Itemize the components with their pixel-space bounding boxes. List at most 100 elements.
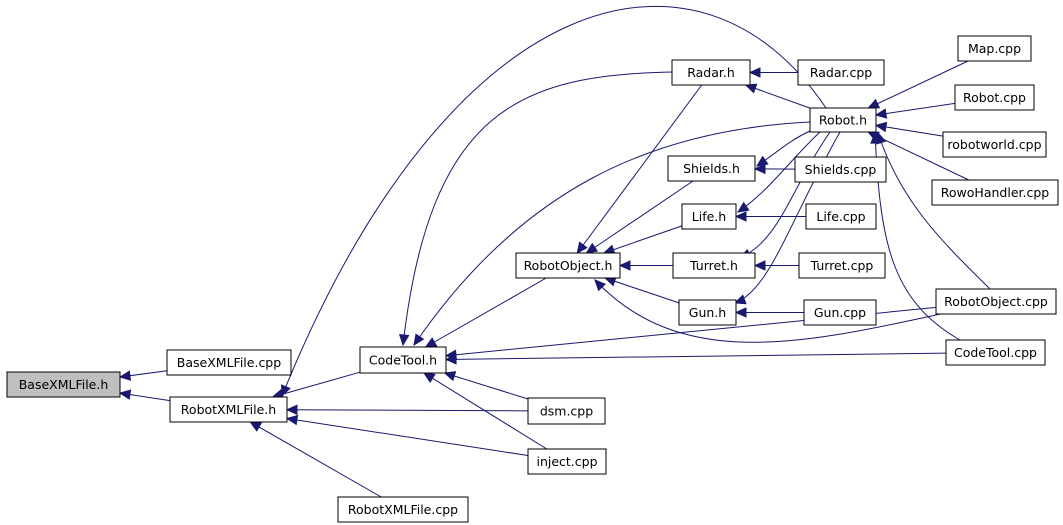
node-robotobject-h-label: RobotObject.h: [524, 258, 613, 273]
edge-robot-cpp-to-robot-h: [874, 102, 956, 119]
node-map-cpp-label: Map.cpp: [968, 41, 1021, 56]
node-robotobject-h-box: [515, 252, 621, 279]
node-codetool-h[interactable]: CodeTool.h: [359, 346, 447, 374]
edge-dsm-cpp-to-robotxmlfile-h-arrowhead: [285, 404, 298, 416]
node-basexmlfile-cpp[interactable]: BaseXMLFile.cpp: [166, 349, 292, 376]
edge-robot-h-to-radar-h-line: [745, 84, 811, 109]
edge-robot-h-to-life-h-arrowhead: [736, 201, 750, 213]
node-robotxmlfile-cpp-label: RobotXMLFile.cpp: [348, 502, 458, 517]
edge-codetool-cpp-to-codetool-h-arrowhead: [444, 354, 457, 365]
edge-robot-h-to-shields-h: [755, 129, 813, 167]
node-basexmlfile-cpp-label: BaseXMLFile.cpp: [177, 355, 281, 370]
node-gun-h[interactable]: Gun.h: [678, 299, 737, 326]
node-gun-cpp[interactable]: Gun.cpp: [803, 299, 877, 326]
edge-robotobject-cpp-to-robotobject-h: [594, 279, 946, 343]
node-dsm-cpp[interactable]: dsm.cpp: [527, 397, 606, 425]
node-robot-h[interactable]: Robot.h: [809, 107, 877, 133]
node-shields-cpp-label: Shields.cpp: [805, 162, 877, 177]
edge-inject-cpp-to-robotxmlfile-h: [285, 414, 529, 457]
edge-shields-cpp-to-shields-h-arrowhead: [753, 163, 766, 175]
node-rowohandler-cpp[interactable]: RowoHandler.cpp: [931, 179, 1059, 206]
edge-robotxmlfile-cpp-to-robotxmlfile-h-arrowhead: [249, 421, 263, 432]
edge-map-cpp-to-robot-h-arrowhead: [867, 98, 881, 109]
edge-robot-h-to-codetool-h-line: [413, 121, 811, 346]
node-life-h[interactable]: Life.h: [681, 203, 737, 230]
node-dsm-cpp-box: [527, 397, 606, 425]
edge-basexmlfile-cpp-to-basexmlfile-h-arrowhead: [118, 370, 132, 381]
edge-radar-h-to-robotobject-h-line: [576, 84, 703, 254]
node-codetool-cpp[interactable]: CodeTool.cpp: [945, 339, 1046, 366]
edge-robotxmlfile-h-to-basexmlfile-h: [118, 389, 171, 402]
node-shields-cpp[interactable]: Shields.cpp: [794, 156, 887, 183]
edge-codetool-h-to-robotxmlfile-h: [271, 371, 361, 400]
edge-robotxmlfile-cpp-to-robotxmlfile-h-line: [250, 421, 382, 498]
edge-radar-h-to-codetool-h-arrowhead: [398, 333, 410, 347]
node-life-cpp-box: [805, 203, 877, 230]
node-radar-h[interactable]: Radar.h: [671, 59, 751, 86]
edge-robotobject-cpp-to-robotobject-h-arrowhead: [594, 279, 607, 292]
node-robotobject-cpp-label: RobotObject.cpp: [944, 294, 1048, 309]
edge-dsm-cpp-to-codetool-h: [443, 371, 529, 400]
edge-gun-cpp-to-gun-h: [734, 307, 804, 318]
edge-robotobject-cpp-to-robot-h-line: [877, 132, 991, 290]
edge-codetool-cpp-to-codetool-h-line: [445, 352, 947, 360]
edge-radar-h-to-robotobject-h-arrowhead: [576, 241, 588, 254]
node-robot-h-box: [809, 107, 877, 133]
edge-robotworld-cpp-to-robot-h-arrowhead: [874, 121, 888, 133]
edge-shields-cpp-to-shields-h: [753, 163, 796, 175]
node-gun-cpp-label: Gun.cpp: [814, 305, 866, 320]
node-turret-cpp-box: [798, 252, 886, 279]
node-basexmlfile-h[interactable]: BaseXMLFile.h: [6, 371, 121, 398]
node-rowohandler-cpp-label: RowoHandler.cpp: [941, 185, 1049, 200]
node-turret-h[interactable]: Turret.h: [672, 252, 756, 279]
node-robotworld-cpp-box: [942, 131, 1047, 158]
node-life-cpp-label: Life.cpp: [816, 209, 865, 224]
node-basexmlfile-h-label: BaseXMLFile.h: [19, 377, 109, 392]
node-codetool-h-label: CodeTool.h: [369, 353, 437, 368]
node-shields-cpp-box: [794, 156, 887, 183]
edge-robotxmlfile-cpp-to-robotxmlfile-h: [249, 421, 382, 498]
node-robotxmlfile-h[interactable]: RobotXMLFile.h: [169, 396, 288, 423]
edge-inject-cpp-to-codetool-h-arrowhead: [422, 372, 436, 384]
node-basexmlfile-h-box: [6, 371, 121, 398]
node-turret-h-box: [672, 252, 756, 279]
node-inject-cpp[interactable]: inject.cpp: [527, 448, 607, 475]
node-robot-cpp[interactable]: Robot.cpp: [954, 84, 1035, 111]
node-dsm-cpp-label: dsm.cpp: [540, 404, 593, 419]
node-gun-h-label: Gun.h: [689, 305, 726, 320]
node-turret-cpp[interactable]: Turret.cpp: [798, 252, 886, 279]
node-gun-cpp-box: [803, 299, 877, 326]
node-shields-h[interactable]: Shields.h: [667, 155, 756, 182]
edge-gun-cpp-to-gun-h-arrowhead: [734, 307, 747, 318]
edge-inject-cpp-to-codetool-h-line: [423, 372, 548, 450]
edge-life-cpp-to-life-h: [734, 211, 806, 222]
node-life-cpp[interactable]: Life.cpp: [805, 203, 877, 230]
node-robotobject-h[interactable]: RobotObject.h: [515, 252, 621, 279]
node-shields-h-box: [667, 155, 756, 182]
edge-dsm-cpp-to-codetool-h-line: [444, 372, 529, 400]
edge-robotworld-cpp-to-robot-h: [874, 121, 944, 137]
edge-robot-h-to-codetool-h-arrowhead: [413, 333, 425, 347]
node-map-cpp[interactable]: Map.cpp: [957, 35, 1032, 62]
node-robotxmlfile-cpp-box: [337, 496, 469, 523]
node-gun-h-box: [678, 299, 737, 326]
edge-turret-cpp-to-turret-h-arrowhead: [753, 260, 766, 271]
node-radar-h-label: Radar.h: [687, 65, 735, 80]
edges-layer: [118, 5, 991, 498]
edge-map-cpp-to-robot-h-line: [868, 60, 969, 109]
node-robotxmlfile-cpp[interactable]: RobotXMLFile.cpp: [337, 496, 469, 523]
edge-shields-h-to-robotobject-h-line: [586, 180, 694, 254]
node-radar-cpp[interactable]: Radar.cpp: [797, 59, 885, 86]
edge-robotobject-h-to-codetool-h-arrowhead: [424, 337, 438, 348]
node-turret-cpp-label: Turret.cpp: [810, 258, 874, 273]
edge-radar-h-to-codetool-h-line: [402, 71, 673, 346]
edge-robot-h-to-turret-h-line: [739, 131, 831, 259]
node-robotobject-cpp[interactable]: RobotObject.cpp: [935, 288, 1057, 315]
edge-robot-h-to-robotxmlfile-h: [281, 5, 827, 398]
edge-turret-h-to-robotobject-h-arrowhead: [618, 260, 631, 271]
node-robot-h-label: Robot.h: [819, 113, 867, 128]
node-robotworld-cpp[interactable]: robotworld.cpp: [942, 131, 1047, 158]
node-robotworld-cpp-label: robotworld.cpp: [947, 137, 1041, 152]
edge-robot-h-to-gun-h-arrowhead: [733, 294, 747, 305]
node-turret-h-label: Turret.h: [689, 258, 738, 273]
